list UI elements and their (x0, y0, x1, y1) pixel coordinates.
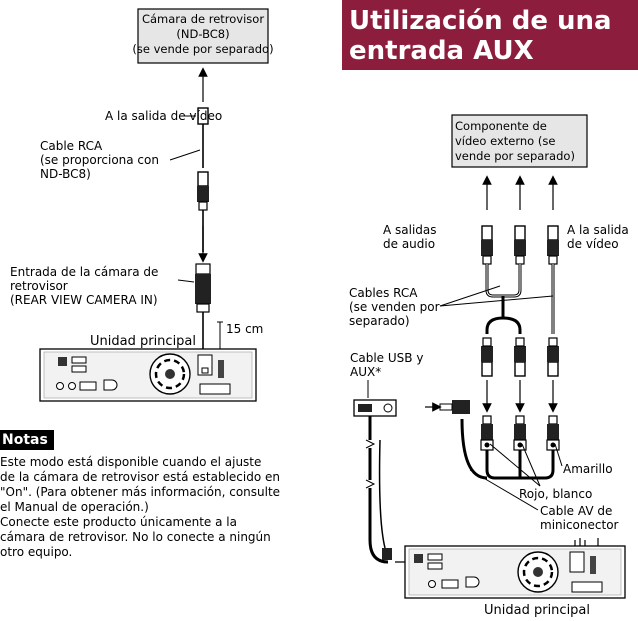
camera-input-line-2: retrovisor (10, 279, 68, 293)
rca-cable-line-2: (se proporciona con (40, 153, 159, 167)
usb-aux-adapter-icon (353, 399, 397, 417)
audio-out-line-2: de audio (383, 237, 435, 251)
usb-aux-line-2: AUX* (350, 365, 381, 379)
right-main-unit (404, 538, 626, 599)
camera-input-line-1: Entrada de la cámara de (10, 265, 158, 279)
yellow-label: Amarillo (563, 462, 613, 476)
camera-box-line-2: (ND-BC8) (176, 27, 229, 41)
port-icon (414, 554, 423, 563)
rca-cables-line-2: (se venden por (349, 300, 440, 314)
av-cable-line-1: Cable AV de (540, 504, 612, 518)
av-cable-line-2: miniconector (540, 518, 619, 532)
audio-out-line-1: A salidas (383, 223, 437, 237)
external-component-box: Componente de vídeo externo (se vende po… (451, 114, 588, 168)
port-icon (58, 357, 67, 366)
usb-aux-line-1: Cable USB y (350, 351, 423, 365)
notes-list: Este modo está disponible cuando el ajus… (0, 455, 300, 560)
section-title: Utilización de una entrada AUX (342, 0, 638, 70)
component-line-2: vídeo externo (se (455, 134, 555, 148)
camera-connector-icon (195, 274, 211, 304)
video-out-line-2: de vídeo (567, 237, 619, 251)
mini-plug-icon (452, 400, 470, 414)
rear-camera-box: Cámara de retrovisor (ND-BC8) (se vende … (132, 8, 274, 64)
distance-label: 15 cm (226, 322, 263, 336)
rca-cables-line-1: Cables RCA (349, 286, 418, 300)
rca-cables-line-3: separado) (349, 314, 410, 328)
camera-box-line-3: (se vende por separado) (132, 42, 273, 56)
left-main-unit-label: Unidad principal (90, 334, 196, 349)
right-main-unit-label: Unidad principal (484, 603, 590, 618)
red-white-label: Rojo, blanco (519, 487, 592, 501)
note-item-1: Este modo está disponible cuando el ajus… (0, 455, 281, 514)
component-line-1: Componente de (455, 119, 547, 133)
notes-heading: Notas (0, 430, 54, 450)
camera-input-line-3: (REAR VIEW CAMERA IN) (10, 293, 158, 307)
component-line-3: vende por separado) (455, 149, 575, 163)
rca-cable-line-3: ND-BC8) (40, 167, 91, 181)
video-out-label: A la salida de vídeo (105, 109, 222, 123)
camera-box-line-1: Cámara de retrovisor (142, 12, 264, 26)
left-main-unit (39, 348, 257, 402)
video-out-line-1: A la salida (567, 223, 629, 237)
rca-cable-line-1: Cable RCA (40, 139, 103, 153)
rca-plug-icon (196, 171, 210, 211)
note-item-2: Conecte este producto únicamente a la cá… (0, 515, 271, 559)
